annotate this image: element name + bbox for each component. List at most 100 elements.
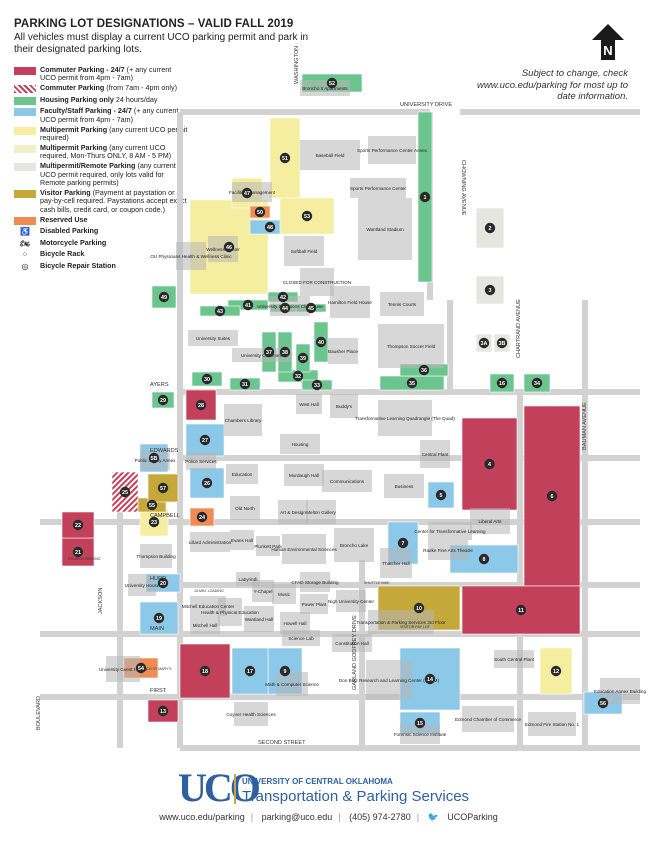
lot-badge-19[interactable]: 19	[153, 612, 165, 624]
legend-desc: (Payment at paystation or pay-by-cell re…	[40, 187, 187, 214]
lot-badge-3A[interactable]: 3A	[478, 337, 490, 349]
lot-badge-27[interactable]: 27	[199, 434, 211, 446]
lot-badge-57[interactable]: 57	[157, 482, 169, 494]
lot-badge-10[interactable]: 10	[413, 602, 425, 614]
lot-badge-29[interactable]: 29	[157, 394, 169, 406]
lot-badge-13[interactable]: 13	[157, 705, 169, 717]
lot-badge-18[interactable]: 18	[199, 665, 211, 677]
lot-badge-22[interactable]: 22	[72, 519, 84, 531]
lot-badge-20[interactable]: 20	[157, 577, 169, 589]
lot-badge-circle	[199, 434, 211, 446]
building-label: Sports Performance Center Annex	[357, 148, 428, 153]
lot-badge-37[interactable]: 37	[263, 346, 275, 358]
lot-badge-55[interactable]: 55	[146, 499, 158, 511]
email-link[interactable]: parking@uco.edu	[261, 812, 333, 822]
lot-badge-51[interactable]: 51	[279, 152, 291, 164]
lot-badge-32[interactable]: 32	[292, 370, 304, 382]
lot-badge-2[interactable]: 2	[484, 222, 496, 234]
lot-badge-36[interactable]: 36	[418, 364, 430, 376]
building-label: Labyrinth	[239, 577, 258, 582]
building-label: Mitchell Hall	[193, 623, 218, 628]
lot-badge-21[interactable]: 21	[72, 546, 84, 558]
building-shape	[300, 572, 330, 592]
lot-badge-28[interactable]: 28	[195, 399, 207, 411]
lot-badge-circle	[153, 612, 165, 624]
lot-badge-3[interactable]: 3	[484, 284, 496, 296]
lot-badge-40[interactable]: 40	[315, 336, 327, 348]
lot-badge-31[interactable]: 31	[239, 378, 251, 390]
legend-label: Multipermit/Remote Parking	[40, 161, 136, 171]
lot-badge-35[interactable]: 35	[406, 377, 418, 389]
social-handle[interactable]: UCOParking	[447, 812, 498, 822]
building-shape	[334, 528, 374, 562]
lot-badge-circle	[305, 302, 317, 314]
lot-badge-circle	[196, 511, 208, 523]
building-shape	[282, 630, 320, 646]
small-label: CHURCH PARKING	[68, 557, 101, 561]
lot-badge-circle	[158, 291, 170, 303]
building-label: Police Services	[185, 459, 217, 464]
building-shape	[106, 656, 140, 682]
lot-badge-23[interactable]: 23	[148, 516, 160, 528]
legend-desc: (any current UCO required, Mon-Thurs ONL…	[40, 142, 172, 161]
lot-badge-54[interactable]: 54	[135, 662, 147, 674]
north-arrow-icon: N	[592, 24, 624, 60]
lot-badge-24[interactable]: 24	[196, 511, 208, 523]
lot-badge-7[interactable]: 7	[397, 537, 409, 549]
building-shape	[190, 596, 226, 616]
lot-badge-3B[interactable]: 3B	[496, 337, 508, 349]
lot-badge-43[interactable]: 43	[214, 305, 226, 317]
lot-badge-39[interactable]: 39	[297, 352, 309, 364]
building-label: South Central Plant	[494, 657, 535, 662]
lot-badge-46[interactable]: 46	[223, 241, 235, 253]
lot-badge-53[interactable]: 53	[301, 210, 313, 222]
lot-badge-42[interactable]: 42	[277, 291, 289, 303]
lot-badge-56[interactable]: 56	[597, 697, 609, 709]
legend-desc: (any current UCO permit required, only l…	[40, 161, 176, 188]
lot-badge-50[interactable]: 50	[254, 206, 266, 218]
building-label: Coyner Health Sciences	[226, 712, 276, 717]
lot-number: 46	[226, 245, 232, 251]
lot-badge-25[interactable]: 25	[119, 486, 131, 498]
lot-badge-4[interactable]: 4	[484, 458, 495, 470]
phone-number: (405) 974-2780	[349, 812, 411, 822]
lot-badge-12[interactable]: 12	[550, 665, 562, 677]
lot-badge-26[interactable]: 26	[201, 477, 213, 489]
lot-badge-circle	[484, 458, 495, 470]
building-shape	[358, 198, 412, 260]
lot-badge-33[interactable]: 33	[311, 379, 323, 391]
lot-badge-49[interactable]: 49	[158, 291, 170, 303]
lot-badge-14[interactable]: 14	[424, 673, 436, 685]
lot-badge-circle	[301, 210, 313, 222]
lot-badge-30[interactable]: 30	[201, 373, 213, 385]
lot-badge-45[interactable]: 45	[305, 302, 317, 314]
building-shape	[230, 496, 260, 520]
lot-badge-11[interactable]: 11	[515, 604, 527, 616]
lot-badge-circle	[550, 665, 562, 677]
lot-number: 9	[284, 669, 287, 675]
lot-badge-16[interactable]: 16	[496, 377, 508, 389]
building-shape	[528, 712, 576, 736]
lot-badge-9[interactable]: 9	[279, 665, 291, 677]
lot-badge-circle	[201, 477, 213, 489]
building-label: Mitchell Education Center	[182, 604, 235, 609]
lot-badge-52[interactable]: 52	[326, 77, 338, 89]
lot-badge-1[interactable]: 1	[419, 191, 431, 203]
street-label: HURD	[150, 576, 166, 582]
lot-badge-38[interactable]: 38	[279, 346, 291, 358]
lot-badge-6[interactable]: 6	[546, 490, 558, 502]
lot-badge-44[interactable]: 44	[279, 302, 291, 314]
lot-badge-5B[interactable]: 5B	[148, 452, 160, 464]
lot-badge-47[interactable]: 47	[241, 187, 253, 199]
lot-badge-5[interactable]: 5	[435, 489, 447, 501]
lot-badge-15[interactable]: 15	[414, 717, 426, 729]
lot-badge-41[interactable]: 41	[242, 299, 254, 311]
lot-badge-48[interactable]: 48	[264, 221, 276, 233]
lot-badge-34[interactable]: 34	[531, 377, 543, 389]
building-label: Sports Performance Center	[350, 186, 406, 191]
lot-badge-17[interactable]: 17	[244, 665, 256, 677]
lot-badge-8[interactable]: 8	[478, 553, 490, 565]
website-link[interactable]: www.uco.edu/parking	[159, 812, 245, 822]
